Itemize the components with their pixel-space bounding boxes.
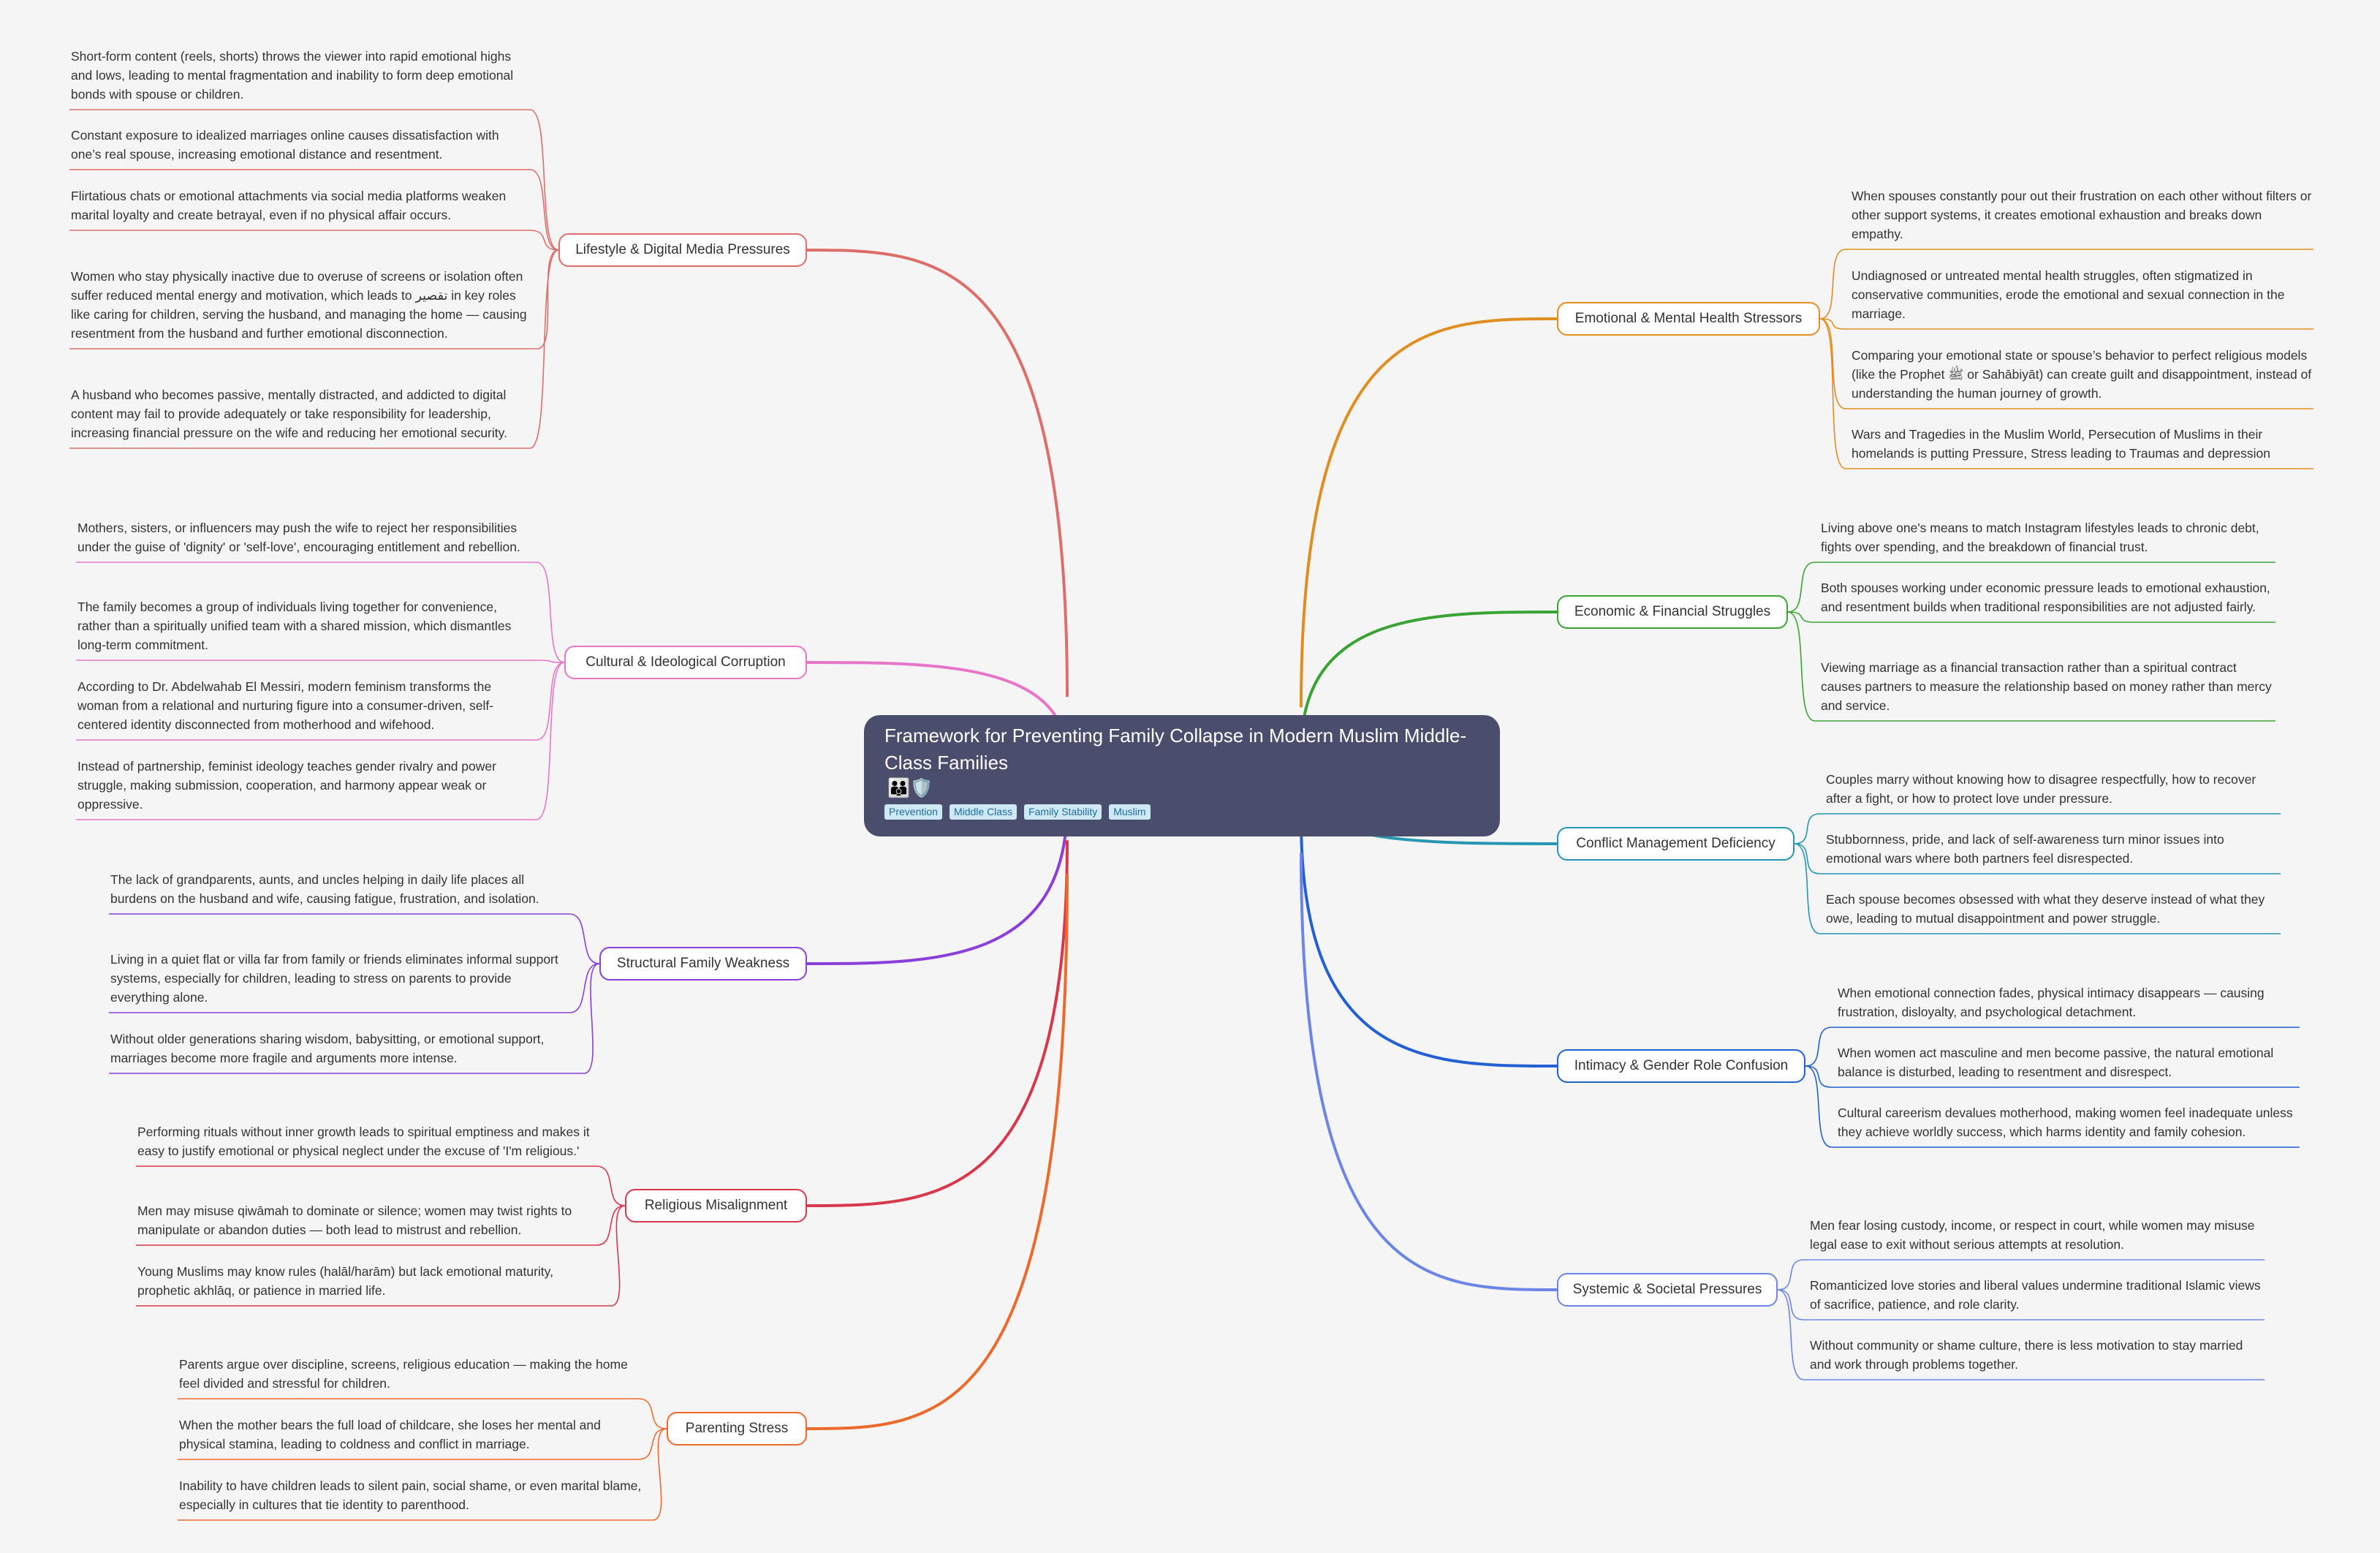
leaf-connector <box>1794 843 2281 934</box>
leaf-connector <box>178 1428 667 1521</box>
leaf-text: Without community or shame culture, ther… <box>1810 1338 2243 1372</box>
leaf-connector <box>69 169 559 251</box>
leaf-text: Mothers, sisters, or influencers may pus… <box>77 521 520 554</box>
leaf-text: Young Muslims may know rules (halāl/harā… <box>137 1264 553 1298</box>
tag-prevention[interactable]: Prevention <box>884 804 942 820</box>
leaf-connector <box>76 562 565 663</box>
branch-connector <box>1300 317 1558 708</box>
leaf-text: Cultural careerism devalues motherhood, … <box>1838 1106 2293 1139</box>
leaf-text: Romanticized love stories and liberal va… <box>1810 1278 2261 1312</box>
leaf-text: When spouses constantly pour out their f… <box>1852 189 2312 241</box>
leaf-text: Short-form content (reels, shorts) throw… <box>71 49 514 102</box>
leaf-connector <box>76 662 565 741</box>
branch-economic-financial[interactable]: Economic & Financial Struggles <box>1557 595 1788 629</box>
tag-muslim[interactable]: Muslim <box>1109 804 1151 820</box>
leaf-text: Comparing your emotional state or spouse… <box>1852 348 2312 401</box>
leaf-connector <box>69 249 559 349</box>
branch-connector <box>806 840 1069 1207</box>
leaf-connector <box>69 249 559 449</box>
leaf-connector <box>69 230 559 251</box>
leaf-connector <box>1777 1289 2265 1380</box>
leaf-connector <box>1805 1065 2300 1088</box>
branch-parenting-stress[interactable]: Parenting Stress <box>667 1412 807 1446</box>
leaf-connector <box>1777 1289 2265 1320</box>
leaf-connector <box>76 660 565 663</box>
leaf-connector <box>1794 843 2281 874</box>
leaf-connector <box>109 913 600 964</box>
leaf-text: Men fear losing custody, income, or resp… <box>1810 1218 2255 1252</box>
branch-emotional-mental-health[interactable]: Emotional & Mental Health Stressors <box>1557 302 1820 336</box>
leaf-text: When women act masculine and men become … <box>1838 1046 2274 1079</box>
leaf-connector <box>1819 318 2313 469</box>
leaf-text: Living above one's means to match Instag… <box>1821 521 2259 554</box>
leaf-text: Instead of partnership, feminist ideolog… <box>77 759 496 812</box>
leaf-connector <box>178 1428 667 1460</box>
leaf-connector <box>1805 1065 2300 1148</box>
branch-cultural-ideological[interactable]: Cultural & Ideological Corruption <box>564 646 807 679</box>
leaf-text: Men may misuse qiwāmah to dominate or si… <box>137 1204 572 1237</box>
branch-religious-misalignment[interactable]: Religious Misalignment <box>625 1189 807 1223</box>
leaf-text: Living in a quiet flat or villa far from… <box>110 952 558 1005</box>
branch-conflict-management[interactable]: Conflict Management Deficiency <box>1557 827 1795 861</box>
branch-connector <box>1300 611 1558 752</box>
leaf-connector <box>1787 611 2275 722</box>
leaf-text: Viewing marriage as a financial transact… <box>1821 660 2272 713</box>
leaf-connector <box>136 1205 626 1246</box>
leaf-text: When emotional connection fades, physica… <box>1838 986 2265 1019</box>
leaf-text: Without older generations sharing wisdom… <box>110 1032 545 1065</box>
branch-connector <box>1300 819 1558 1068</box>
central-topic[interactable]: Framework for Preventing Family Collapse… <box>864 715 1500 836</box>
leaf-text: Each spouse becomes obsessed with what t… <box>1826 892 2265 926</box>
leaf-connector <box>69 109 559 251</box>
leaf-text: Women who stay physically inactive due t… <box>71 269 527 341</box>
leaf-text: The family becomes a group of individual… <box>77 600 512 652</box>
leaf-text: Flirtatious chats or emotional attachmen… <box>71 189 507 222</box>
leaf-text: A husband who becomes passive, mentally … <box>71 388 507 440</box>
leaf-connector <box>1819 318 2313 409</box>
branch-connector <box>806 804 1069 965</box>
central-topic-title: Framework for Preventing Family Collapse… <box>884 725 1467 774</box>
branch-structural-family[interactable]: Structural Family Weakness <box>599 947 807 980</box>
leaf-connector <box>1794 813 2281 844</box>
leaf-connector <box>1777 1259 2265 1291</box>
leaf-text: Both spouses working under economic pres… <box>1821 581 2270 614</box>
leaf-connector <box>109 963 600 1013</box>
family-shield-emoji-icon: 👪🛡️ <box>887 778 933 798</box>
leaf-connector <box>1819 318 2313 330</box>
branch-systemic-societal[interactable]: Systemic & Societal Pressures <box>1557 1273 1778 1307</box>
leaf-connector <box>178 1398 667 1429</box>
leaf-text: Parents argue over discipline, screens, … <box>179 1357 628 1391</box>
leaf-connector <box>1787 562 2275 613</box>
leaf-text: The lack of grandparents, aunts, and unc… <box>110 872 539 906</box>
leaf-connector <box>1787 611 2275 623</box>
leaf-text: Undiagnosed or untreated mental health s… <box>1852 268 2285 321</box>
leaf-connector <box>76 662 565 820</box>
branch-connector <box>1300 853 1558 1291</box>
branch-connector <box>806 873 1069 1430</box>
branch-connector <box>806 249 1069 698</box>
leaf-text: Constant exposure to idealized marriages… <box>71 128 499 162</box>
leaf-text: Couples marry without knowing how to dis… <box>1826 772 2256 806</box>
tag-middle-class[interactable]: Middle Class <box>949 804 1017 820</box>
leaf-text: Inability to have children leads to sile… <box>179 1478 642 1512</box>
tag-list: Prevention Middle Class Family Stability… <box>884 804 1479 820</box>
leaf-connector <box>1805 1027 2300 1067</box>
leaf-text: Wars and Tragedies in the Muslim World, … <box>1852 427 2270 461</box>
leaf-connector <box>1819 249 2313 320</box>
branch-lifestyle-digital-media[interactable]: Lifestyle & Digital Media Pressures <box>558 233 807 267</box>
tag-family-stability[interactable]: Family Stability <box>1024 804 1102 820</box>
leaf-connector <box>136 1165 626 1206</box>
branch-intimacy-gender-roles[interactable]: Intimacy & Gender Role Confusion <box>1557 1049 1805 1083</box>
leaf-text: According to Dr. Abdelwahab El Messiri, … <box>77 679 494 732</box>
leaf-connector <box>136 1205 626 1307</box>
leaf-connector <box>109 963 600 1074</box>
leaf-text: Stubbornness, pride, and lack of self-aw… <box>1826 832 2224 866</box>
leaf-text: When the mother bears the full load of c… <box>179 1418 601 1451</box>
leaf-text: Performing rituals without inner growth … <box>137 1125 590 1158</box>
